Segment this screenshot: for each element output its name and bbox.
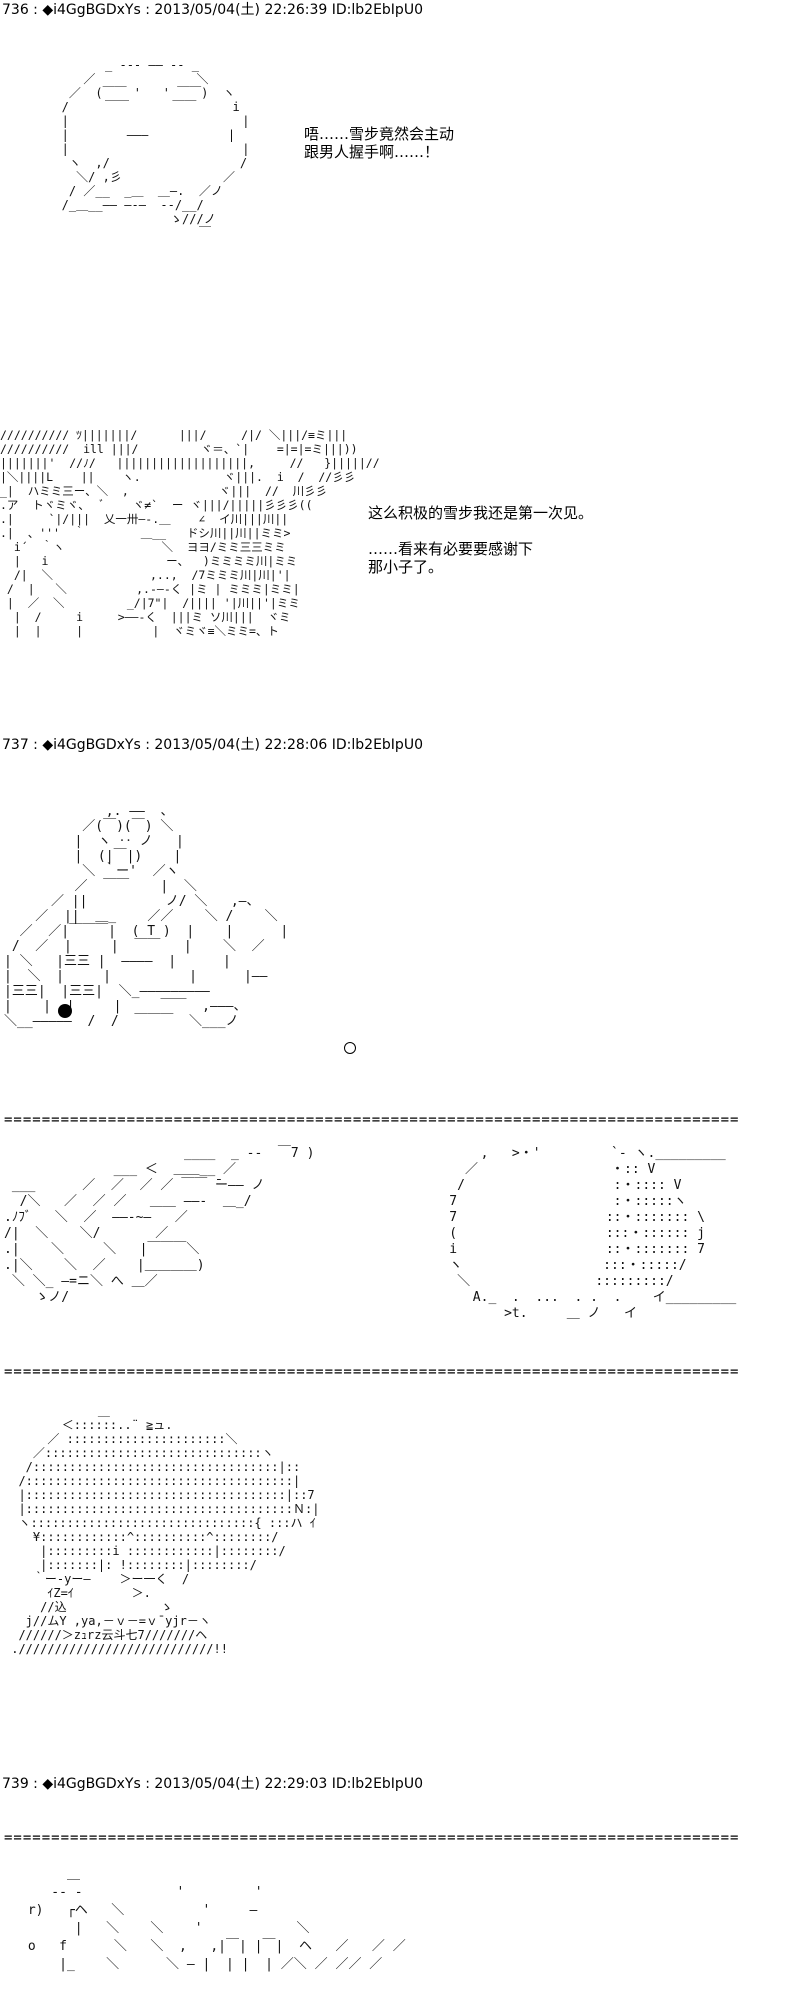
post-header-737: 737 : ◆i4GgBGDxYs : 2013/05/04(土) 22:28:… — [2, 737, 423, 753]
divider-1: ========================================… — [4, 1112, 740, 1128]
black-dot-icon — [58, 1004, 72, 1018]
crowd-ascii-art: ////////// ﾂ|||||||/ |||/ /|/ ＼|||/≡ミ|||… — [0, 428, 380, 638]
divider-3: ========================================… — [4, 1830, 740, 1846]
dialog-line-3: 这么积极的雪步我还是第一次见。 — [368, 504, 594, 522]
post-header-739: 739 : ◆i4GgBGDxYs : 2013/05/04(土) 22:29:… — [2, 1776, 423, 1792]
big-dot-character-ascii-art: ＿ ＜::::::..¨ ≧ュ. ／ :::::::::::::::::::::… — [11, 1404, 320, 1656]
blob-character-ascii-art: _ --- ―― -- _ ／ ＼ ／ (￣￣ ' ' ￣￣) ヽ / ￣￣ ￣… — [61, 58, 250, 240]
dialog-line-1: 唔……雪步竟然会主动 — [304, 125, 455, 143]
dialog-line-4: ……看来有必要要感谢下 — [368, 540, 534, 558]
fight-left-ascii-art: ____ _ -- ￣7 ) ___ ＜ ＿＿__ ／ ___ ／ ／ ／ ／ … — [4, 1146, 315, 1305]
fight-right-ascii-art: , >・' `- ヽ._________ ／ ・:: V / :・:::: V … — [449, 1146, 737, 1321]
dialog-line-2: 跟男人握手啊……！ — [304, 143, 440, 161]
ring-icon — [344, 1042, 356, 1054]
dialog-line-5: 那小子了。 — [368, 558, 444, 576]
divider-2: ========================================… — [4, 1364, 740, 1380]
bottom-ascii-art: ＿ -- - ' ' r) ┌ヘ ＼ ' ― | ＼ ＼ ' ＼ o f ＼ ＼… — [27, 1867, 406, 1972]
gorilla-ascii-art: ,. ―― 、 ／(￣)(￣) ＼ | ヽ ‥ ノ | | (|￣|) | ＼ … — [4, 804, 289, 1029]
post-header-736: 736 : ◆i4GgBGDxYs : 2013/05/04(土) 22:26:… — [2, 2, 423, 18]
